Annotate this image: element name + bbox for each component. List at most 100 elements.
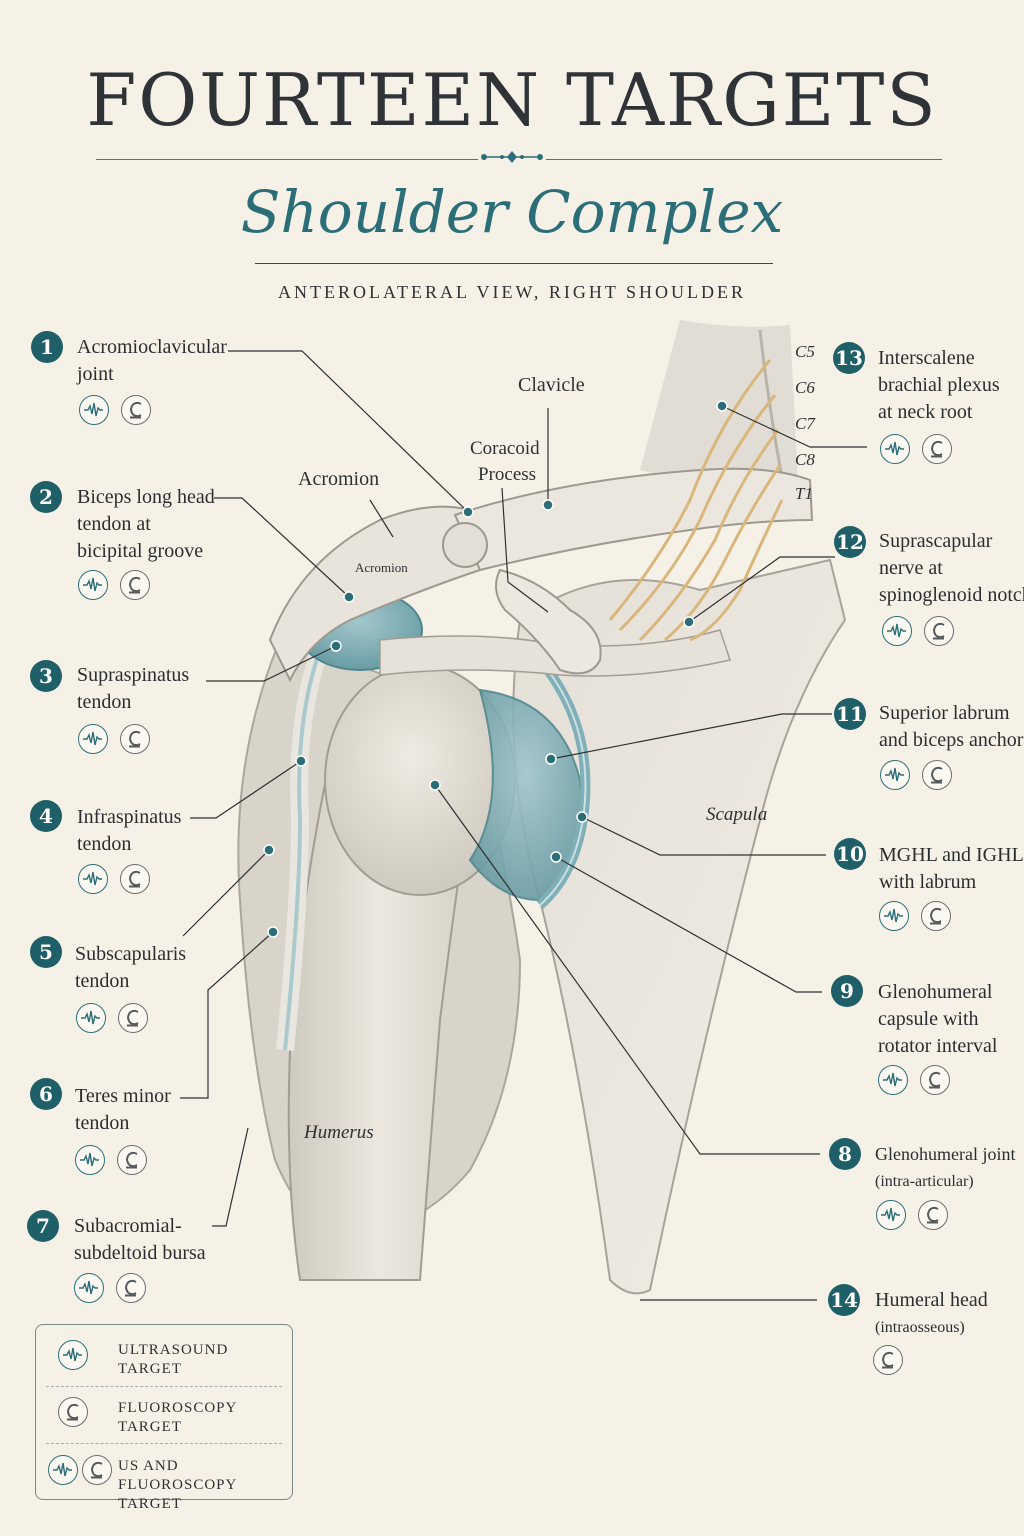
fluoroscopy-icon	[117, 1145, 147, 1175]
target-label-line: tendon at	[77, 513, 151, 535]
target-label-line: rotator interval	[878, 1035, 998, 1057]
target-label-line: tendon	[77, 833, 132, 855]
target-label-line: tendon	[75, 970, 130, 992]
target-number-badge: 5	[30, 936, 62, 968]
target-label: Teres minor tendon	[75, 1083, 171, 1137]
target-number-badge: 11	[834, 698, 866, 730]
fluoroscopy-icon	[918, 1200, 948, 1230]
target-label-line: Glenohumeral	[878, 981, 993, 1003]
target-label-line: Supraspinatus	[77, 664, 190, 686]
ornament-icon	[481, 151, 543, 163]
page-title: FOURTEEN TARGETS	[86, 58, 938, 142]
coracoid-label: Coracoid	[470, 438, 540, 459]
c7-label: C7	[795, 414, 815, 433]
target-label-line: Infraspinatus	[77, 806, 182, 828]
ultrasound-icon	[880, 760, 910, 790]
target-label: Infraspinatus tendon	[77, 804, 181, 858]
target-number-badge: 1	[31, 331, 63, 363]
clavicle	[453, 467, 814, 572]
fluoroscopy-icon	[120, 724, 150, 754]
target-number-badge: 8	[829, 1138, 861, 1170]
target-label-line: Interscalene	[878, 347, 975, 369]
target-label: Subscapularis tendon	[75, 941, 186, 995]
target-dots	[263, 400, 728, 938]
fluoroscopy-icon	[120, 864, 150, 894]
target-label-line: brachial plexus	[878, 374, 1000, 396]
target-label-line: nerve at	[879, 557, 943, 579]
target-label: Supraspinatus tendon	[77, 662, 189, 716]
fluoroscopy-icon	[922, 434, 952, 464]
scapula-label: Scapula	[706, 804, 768, 825]
fluoroscopy-icon	[120, 570, 150, 600]
target-label: Humeral head(intraosseous)	[875, 1287, 988, 1341]
target-number-badge: 14	[828, 1284, 860, 1316]
target-number-badge: 9	[831, 975, 863, 1007]
target-label-line: and biceps anchor	[879, 729, 1024, 751]
ultrasound-icon	[78, 570, 108, 600]
target-label-line: Subscapularis	[75, 943, 187, 965]
acromion-small-label: Acromion	[355, 560, 408, 575]
page-subtitle: Shoulder Complex	[240, 178, 784, 246]
target-label-line: tendon	[75, 1112, 130, 1134]
subtitle-rule	[255, 263, 773, 264]
ultrasound-icon	[78, 724, 108, 754]
ultrasound-icon	[75, 1145, 105, 1175]
target-number-badge: 10	[834, 838, 866, 870]
target-label-line: Superior labrum	[879, 702, 1010, 724]
target-label-line: Humeral head	[875, 1289, 988, 1311]
legend-divider	[46, 1386, 282, 1387]
target-number-badge: 12	[834, 526, 866, 558]
target-label-line: capsule with	[878, 1008, 979, 1030]
target-label-line: joint	[77, 363, 114, 385]
clavicle-label: Clavicle	[518, 374, 585, 396]
target-label: Subacromial-subdeltoid bursa	[74, 1213, 206, 1267]
c5-label: C5	[795, 342, 815, 361]
fluoroscopy-icon	[920, 1065, 950, 1095]
ultrasound-icon	[78, 864, 108, 894]
target-number-badge: 13	[833, 342, 865, 374]
target-label-line: Glenohumeral joint	[875, 1144, 1016, 1164]
fluoroscopy-icon	[921, 901, 951, 931]
target-label: MGHL and IGHL with labrum	[879, 842, 1024, 896]
ultrasound-icon	[79, 395, 109, 425]
target-number-badge: 6	[30, 1078, 62, 1110]
target-label: Glenohumeral joint(intra-articular)	[875, 1141, 1015, 1195]
ultrasound-icon	[879, 901, 909, 931]
view-caption: ANTEROLATERAL VIEW, RIGHT SHOULDER	[278, 282, 746, 302]
target-label: Acromioclavicular joint	[77, 334, 227, 388]
target-label: Superior labrum and biceps anchor	[879, 700, 1023, 754]
ultrasound-icon	[74, 1273, 104, 1303]
title-rule	[96, 159, 478, 160]
coracoid-process	[495, 568, 602, 675]
legend-divider	[46, 1443, 282, 1444]
target-label-line: at neck root	[878, 401, 973, 423]
fluoroscopy-icon	[58, 1397, 88, 1427]
ultrasound-icon	[58, 1340, 88, 1370]
target-label-line: Acromioclavicular	[77, 336, 227, 358]
target-label-line: subdeltoid bursa	[74, 1242, 206, 1264]
fluoroscopy-icon	[924, 616, 954, 646]
process-label: Process	[478, 464, 537, 485]
target-label-line: tendon	[77, 691, 132, 713]
c8-label: C8	[795, 450, 815, 469]
ultrasound-icon	[76, 1003, 106, 1033]
target-label-line: Teres minor	[75, 1085, 171, 1107]
ultrasound-icon	[882, 616, 912, 646]
fluoroscopy-icon	[116, 1273, 146, 1303]
target-label-line: Subacromial-	[74, 1215, 182, 1237]
ultrasound-icon	[880, 434, 910, 464]
target-number-badge: 4	[30, 800, 62, 832]
ultrasound-icon	[878, 1065, 908, 1095]
c6-label: C6	[795, 378, 815, 397]
target-label-line: MGHL and IGHL	[879, 844, 1024, 866]
target-label-line: with labrum	[879, 871, 977, 893]
target-label: Glenohumeral capsule with rotator interval	[878, 979, 997, 1060]
humerus-label: Humerus	[304, 1122, 374, 1143]
